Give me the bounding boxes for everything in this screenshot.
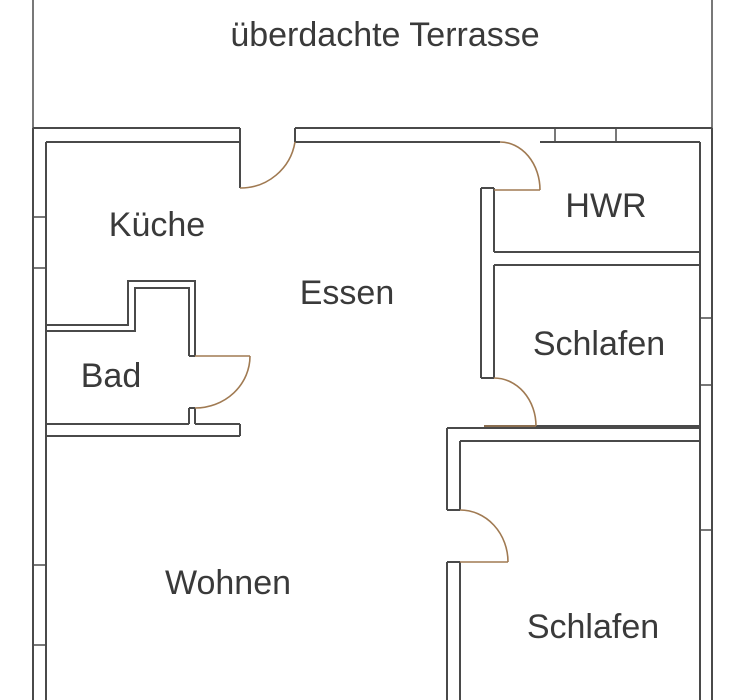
exterior-walls — [32, 127, 713, 700]
door-arc-terrace — [239, 141, 296, 189]
bath-top-wall-inner — [46, 287, 190, 356]
label-dining: Essen — [300, 274, 395, 312]
terrace-area — [32, 0, 713, 128]
label-bath: Bad — [81, 357, 142, 395]
label-bedroom-2: Schlafen — [527, 608, 659, 646]
door-arc-bedroom1 — [493, 377, 537, 427]
label-utility: HWR — [565, 187, 646, 225]
door-arc-bedroom2 — [459, 509, 509, 563]
label-bedroom-1: Schlafen — [533, 325, 665, 363]
label-terrace: überdachte Terrasse — [230, 16, 539, 54]
door-arc-hwr — [499, 141, 541, 191]
bath-top-wall-outer — [46, 280, 196, 356]
bedroom2-walls — [446, 427, 700, 700]
door-arc-bath — [194, 355, 251, 409]
label-kitchen: Küche — [109, 206, 205, 244]
doors — [194, 141, 541, 563]
bath-walls — [46, 280, 241, 437]
label-living: Wohnen — [165, 564, 291, 602]
room-labels: überdachte Terrasse Küche Essen HWR Bad … — [81, 16, 665, 646]
